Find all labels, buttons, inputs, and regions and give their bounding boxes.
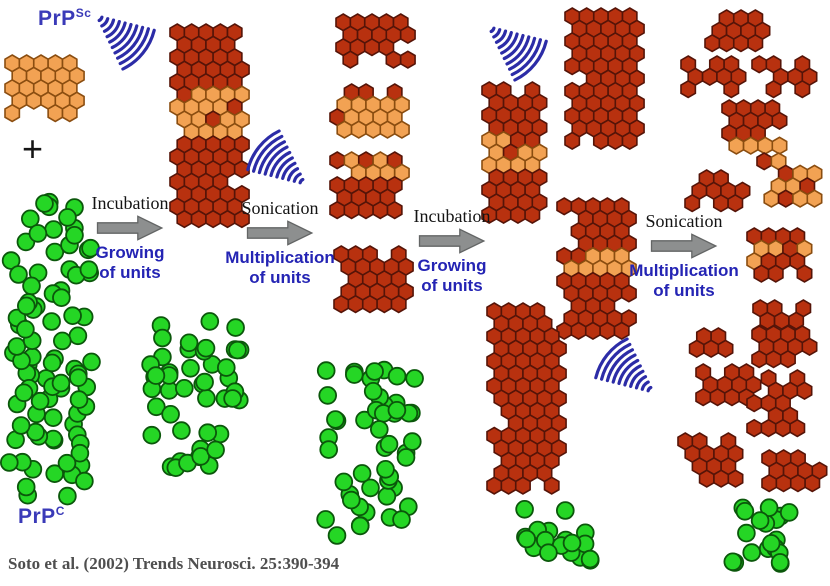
fragment-red (333, 245, 414, 314)
right-arrow-icon (246, 220, 314, 246)
citation-text: Soto et al. (2002) Trends Neurosci. 25:3… (8, 554, 340, 573)
right-arrow-icon (650, 233, 718, 259)
fragment-mixed (756, 152, 823, 208)
fragment-red (335, 13, 416, 69)
step-incubation-1: Incubation Growing of units (68, 194, 192, 282)
sonication-label: Sonication (241, 198, 319, 218)
prpc-label-base: PrP (18, 505, 56, 528)
fragment-red (751, 325, 818, 369)
fragment-red (761, 449, 828, 493)
fibril-2-banded (481, 81, 548, 225)
fibril-3-banded (556, 197, 637, 341)
prpsc-seed-cluster (4, 54, 85, 123)
incubation-label: Incubation (413, 206, 491, 226)
fibril-red-tall (564, 7, 645, 151)
growing-caption-line2: of units (421, 275, 483, 295)
prpsc-label-sup: Sc (75, 6, 92, 20)
step-sonication-2: Sonication Multiplication of units (622, 212, 746, 300)
fragment-red (684, 169, 751, 213)
right-arrow-icon (96, 215, 164, 241)
step-incubation-2: Incubation Growing of units (390, 207, 514, 295)
sonication-waves-icon (97, 15, 156, 71)
prpc-pool-small (515, 499, 600, 570)
prpc-pool-small (723, 498, 799, 573)
sonication-waves-icon (489, 26, 548, 82)
prpc-pool-large (0, 192, 101, 506)
fragment-red (695, 363, 762, 407)
multiplication-caption-line2: of units (249, 267, 311, 287)
prpc-label: PrPC (18, 504, 65, 529)
incubation-label: Incubation (91, 193, 169, 213)
fragment-red (688, 327, 734, 358)
right-arrow-icon (418, 228, 486, 254)
fragment-mixed (746, 227, 813, 283)
fragment-mixed (721, 99, 788, 155)
fragment-mixed (329, 83, 410, 139)
multiplication-caption-line2: of units (653, 280, 715, 300)
prpsc-label-base: PrP (38, 7, 76, 30)
prpsc-label: PrPSc (38, 6, 91, 31)
fragment-red (751, 55, 818, 99)
fragment-red (680, 55, 747, 99)
fragment-red (746, 369, 813, 438)
sonication-waves-icon (246, 129, 305, 185)
plus-sign: + (22, 128, 44, 169)
growing-caption-line1: Growing (417, 256, 487, 275)
fragment-red (677, 432, 744, 488)
growing-caption-line1: Growing (95, 243, 165, 262)
fibril-red-tall (486, 302, 567, 495)
sonication-label: Sonication (645, 211, 723, 231)
fragment-mixed (329, 151, 410, 220)
sonication-waves-icon (594, 337, 653, 393)
prpc-pool (316, 360, 424, 545)
prpc-label-sup: C (55, 504, 65, 518)
prpc-pool (141, 312, 250, 478)
growing-caption-line2: of units (99, 262, 161, 282)
fibril-1-banded (169, 23, 250, 229)
step-sonication-1: Sonication Multiplication of units (218, 199, 342, 287)
multiplication-caption-line1: Multiplication (629, 261, 739, 280)
fragment-red (704, 9, 771, 53)
multiplication-caption-line1: Multiplication (225, 248, 335, 267)
